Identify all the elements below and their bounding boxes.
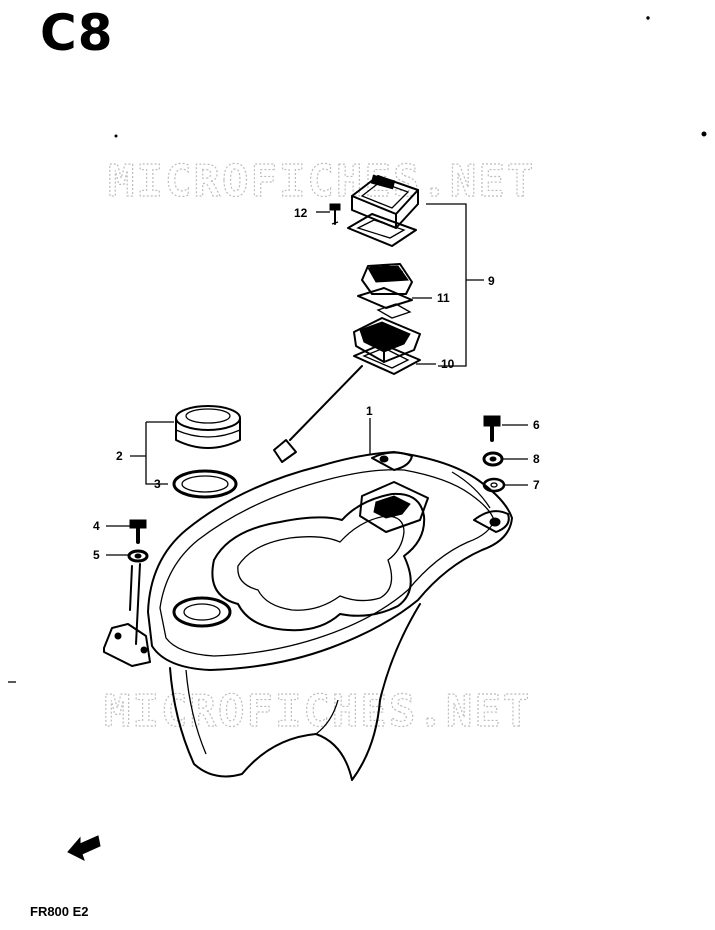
fuel-tank-part [103, 451, 513, 781]
filler-cap-part [175, 405, 241, 449]
scan-speck [646, 16, 650, 20]
callout-7: 7 [533, 478, 540, 492]
nut-part-8 [482, 451, 504, 467]
watermark-bottom: MICROFICHES.NET [104, 686, 531, 737]
leader-lines [106, 203, 528, 556]
filler-gasket-part [172, 469, 238, 499]
callout-9: 9 [488, 274, 495, 288]
nut-part-5 [127, 549, 149, 563]
callout-11: 11 [437, 291, 450, 305]
callout-6: 6 [533, 418, 540, 432]
callout-4: 4 [93, 519, 100, 533]
front-direction-arrow-icon [67, 835, 101, 861]
section-code: C8 [40, 4, 114, 62]
callout-12: 12 [294, 206, 308, 220]
callout-3: 3 [154, 477, 161, 491]
scan-speck [701, 131, 707, 137]
scan-speck [114, 134, 118, 138]
watermark-top: MICROFICHES.NET [108, 156, 535, 207]
pump-assembly [273, 174, 421, 463]
callout-8: 8 [533, 452, 540, 466]
washer-part-7 [482, 477, 506, 493]
callout-1: 1 [366, 404, 373, 418]
callout-5: 5 [93, 548, 100, 562]
bolt-part-6 [483, 415, 501, 442]
callout-2: 2 [116, 449, 123, 463]
model-code: FR800 E2 [30, 904, 89, 919]
bolt-part-4 [129, 519, 147, 544]
callout-10: 10 [441, 357, 455, 371]
